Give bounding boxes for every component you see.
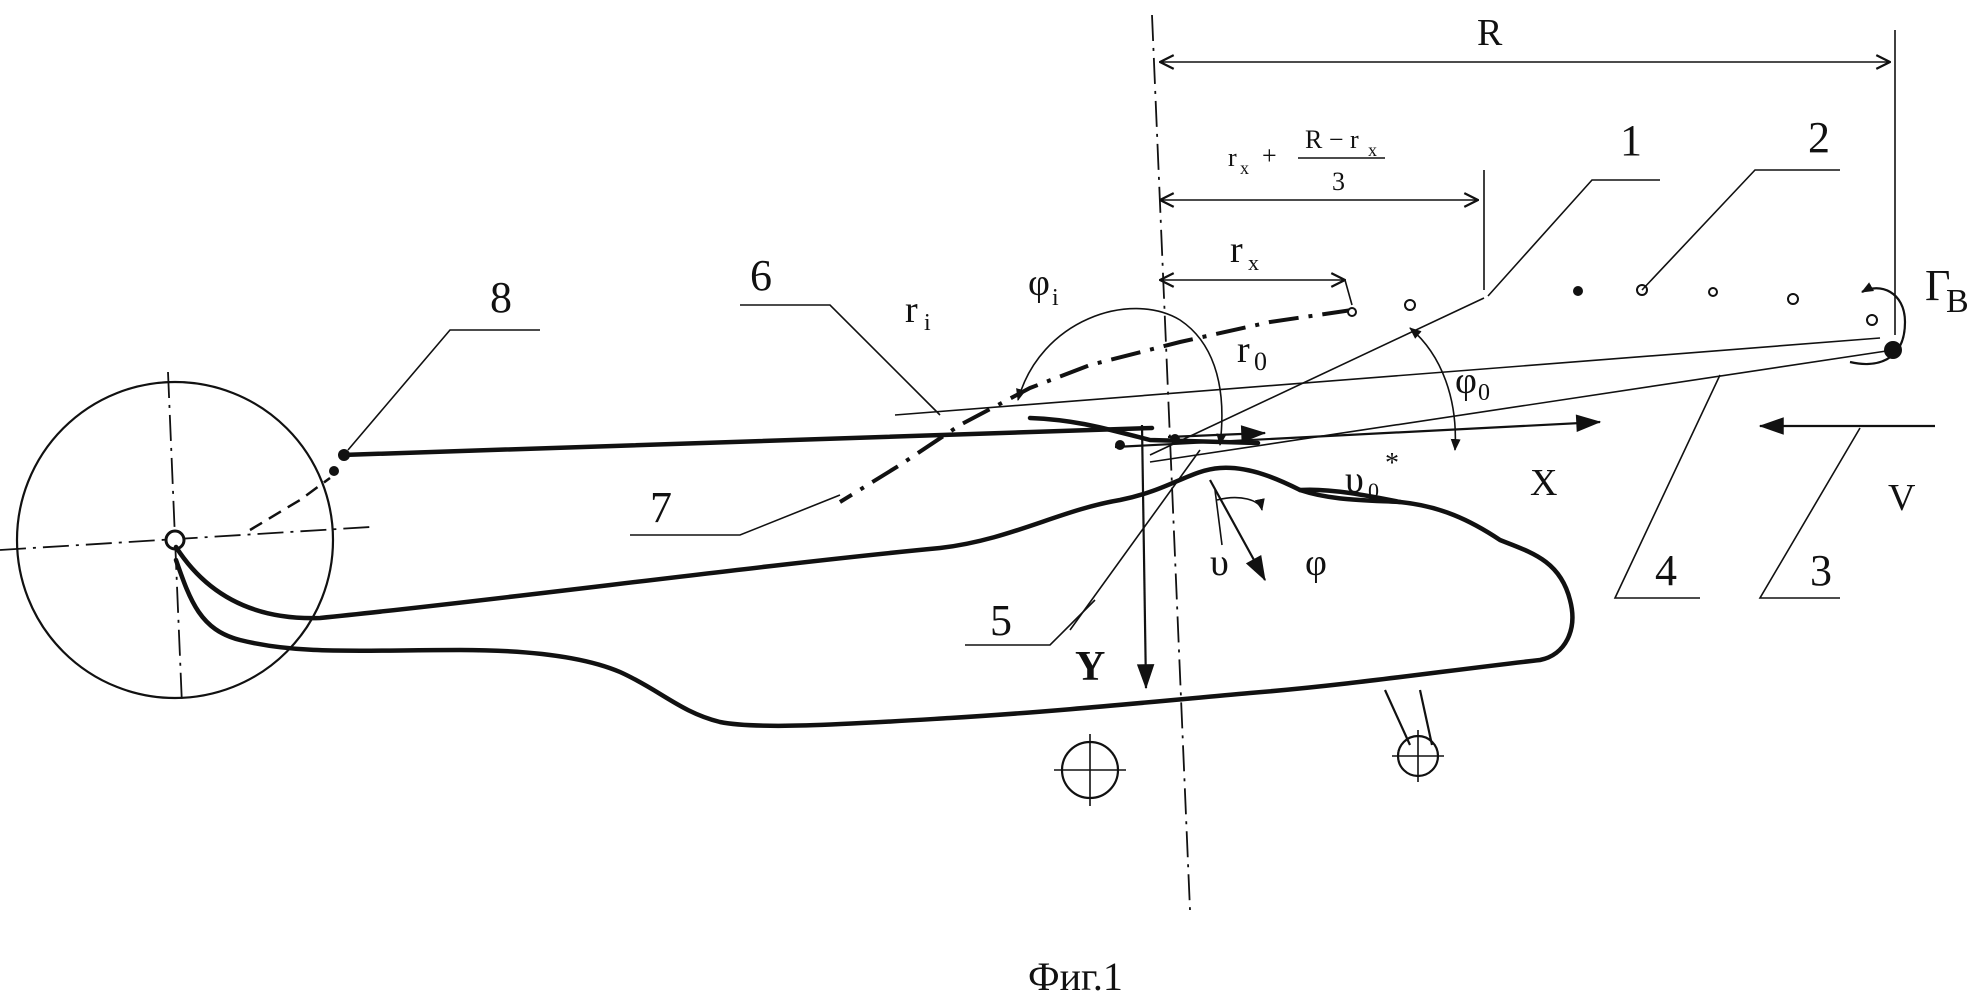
svg-text:1: 1	[1620, 116, 1642, 165]
phi0-arc	[1409, 327, 1461, 451]
svg-text:+: +	[1262, 141, 1277, 170]
svg-text:r: r	[1228, 143, 1237, 172]
dim-rx-label: r	[1230, 229, 1243, 271]
symbol-r0-sub: 0	[1254, 347, 1267, 376]
svg-text:6: 6	[750, 251, 772, 300]
upsilon-vector	[1209, 479, 1266, 582]
rotor-axis	[1151, 14, 1191, 911]
svg-text:R − r: R − r	[1305, 125, 1359, 154]
x-axis-label: X	[1530, 462, 1557, 504]
svg-text:2: 2	[1808, 113, 1830, 162]
svg-text:3: 3	[1810, 546, 1832, 595]
rotor-blade	[838, 308, 1353, 504]
symbol-gamma-sub: В	[1946, 283, 1969, 320]
vortex-points	[1404, 284, 1902, 359]
symbol-phii-sub: i	[1052, 285, 1059, 311]
symbol-phi: φ	[1305, 542, 1327, 584]
line-6	[894, 337, 1881, 416]
y-axis	[1136, 424, 1155, 690]
svg-text:7: 7	[650, 483, 672, 532]
svg-text:x: x	[1240, 158, 1249, 178]
formula-label: r x + R − r x 3	[1228, 125, 1385, 196]
callout-8: 8	[347, 273, 540, 451]
svg-text:5: 5	[990, 596, 1012, 645]
symbol-upsilon0-sup: *	[1385, 448, 1399, 479]
symbol-upsilon: υ	[1210, 542, 1229, 584]
symbol-ri-sub: i	[924, 310, 931, 336]
v-label: V	[1888, 477, 1916, 519]
symbol-ri: r	[905, 289, 918, 331]
helicopter-fuselage	[173, 465, 1575, 806]
line-4	[1149, 349, 1894, 463]
phii-arc	[1016, 307, 1227, 446]
dim-R-label: R	[1477, 12, 1503, 54]
svg-text:4: 4	[1655, 546, 1677, 595]
symbol-upsilon0-sub: 0	[1368, 478, 1379, 503]
callout-3: 3	[1758, 427, 1861, 599]
callout-2: 2	[1641, 113, 1840, 291]
symbol-upsilon0: υ	[1345, 459, 1364, 501]
callout-7: 7	[630, 483, 841, 536]
circulation-arrow	[1849, 282, 1907, 366]
symbol-phi0-sub: 0	[1478, 380, 1490, 406]
line-5	[1069, 449, 1201, 631]
symbol-r0: r	[1237, 329, 1250, 371]
dim-rx-sub: x	[1248, 250, 1259, 275]
svg-text:8: 8	[490, 273, 512, 322]
symbol-gamma: Г	[1925, 261, 1950, 310]
y-axis-label: Y	[1075, 644, 1105, 690]
callout-4: 4	[1613, 374, 1721, 599]
figure-caption: Фиг.1	[1028, 954, 1123, 999]
svg-text:x: x	[1368, 140, 1377, 160]
tail-boom-line	[339, 425, 1155, 458]
tail-rotor-disc	[0, 371, 371, 706]
svg-text:3: 3	[1332, 167, 1345, 196]
tail-vortex-dashed	[249, 476, 331, 532]
callout-5: 5	[965, 596, 1096, 646]
symbol-phi0: φ	[1455, 360, 1477, 402]
callout-6: 6	[740, 251, 941, 416]
symbol-phii: φ	[1028, 262, 1050, 304]
callout-1: 1	[1487, 116, 1660, 297]
